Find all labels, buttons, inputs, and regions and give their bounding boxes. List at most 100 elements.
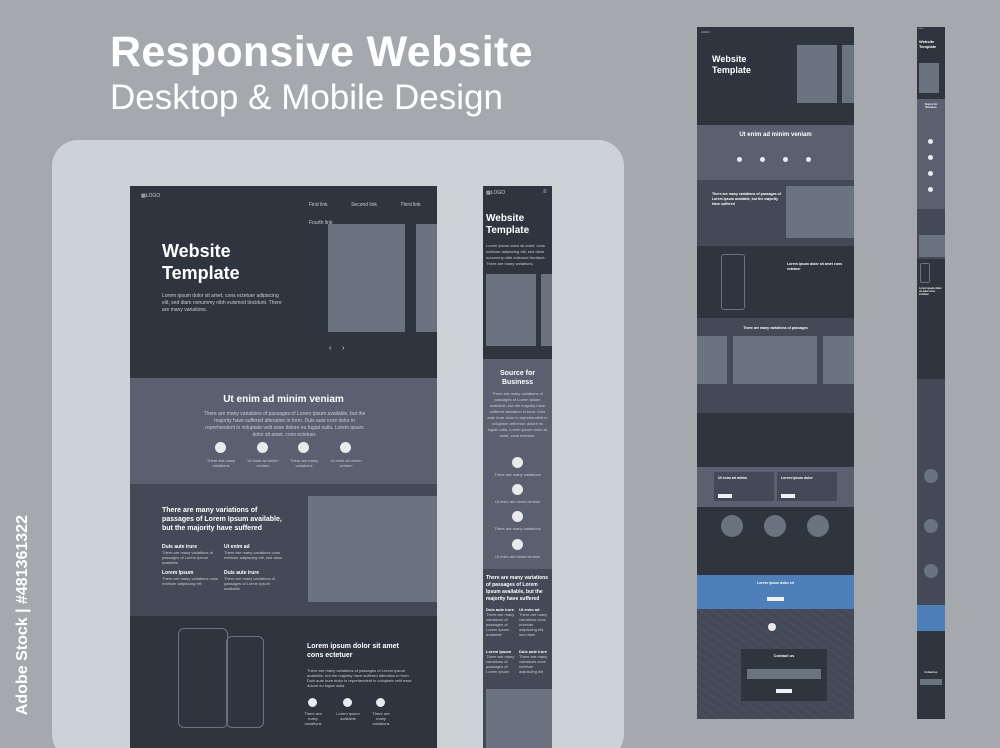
info-col-2: Ut enim ad There are many variations con…: [224, 544, 283, 560]
full-cta-blue: Lorem ipsum dolor sit: [697, 575, 854, 609]
m-feature-label-3: There are many variations: [494, 526, 541, 531]
s4-icon-1: [308, 698, 317, 707]
m-feature-icon-2: [512, 484, 523, 495]
full-section3-title: There are many variations of passages of…: [712, 192, 781, 206]
narrow-info-image: [919, 235, 945, 257]
m-feature-label-2: Ut enim ad minim veniam: [494, 499, 541, 504]
full-section5-title: There are many variations of passages: [743, 326, 808, 330]
carousel-next-icon[interactable]: ›: [342, 345, 345, 352]
desktop-hero: ▩LOGO First link Second link Third link …: [130, 186, 437, 378]
narrow-blue-cta: [917, 605, 945, 631]
contact-title: Contact us: [773, 653, 795, 658]
m-info-col-4: Duis aute irure There are many variation…: [519, 649, 548, 674]
desktop-mockup: ▩LOGO First link Second link Third link …: [130, 186, 437, 748]
full-blue-title: Lorem ipsum dolor sit: [757, 581, 794, 585]
feature-label-1: There are many variations: [206, 458, 236, 468]
s4-icon-3: [376, 698, 385, 707]
narrow-contact-title: Contact us: [924, 671, 938, 674]
nav-link-3[interactable]: Third link: [400, 202, 421, 208]
stock-id: Adobe Stock | #481361322: [14, 515, 31, 716]
mobile-hero-image: [486, 274, 536, 346]
desktop-hero-text: Lorem ipsum dolor sit amet, cons ectetue…: [162, 293, 282, 313]
mobile-logo[interactable]: ▩LOGO: [486, 190, 506, 196]
full-logo[interactable]: LOGO: [701, 30, 710, 34]
full-feature-icon-2: [760, 157, 765, 162]
contact-send-button[interactable]: [776, 689, 792, 693]
feature-label-2: Ut enim ad minim veniam: [247, 458, 279, 468]
desktop-section2-title: Ut enim ad minim veniam: [223, 394, 344, 405]
full-card-1-button[interactable]: [718, 494, 732, 498]
full-phone-outline: [721, 254, 745, 310]
contact-message-field[interactable]: [747, 669, 821, 679]
narrow-icon-2: [928, 155, 933, 160]
feature-icon-1: [215, 442, 226, 453]
desktop-section4-text: There are many variations of passages of…: [307, 668, 412, 688]
full-hero-image: [797, 45, 837, 103]
narrow-logo[interactable]: LOGO: [918, 28, 924, 30]
mobile-source-text: There are many variations of passages of…: [487, 391, 548, 438]
full-section2-title: Ut enim ad minim veniam: [739, 132, 812, 138]
full-feature-icon-4: [806, 157, 811, 162]
full-feature-icon-1: [737, 157, 742, 162]
narrow-phone: Lorem ipsum dolor sit amet cons ectetuer: [917, 259, 945, 379]
desktop-section2-text: There are many variations of passages of…: [203, 411, 366, 438]
team-avatar-3: [807, 515, 829, 537]
desktop-info-image: [308, 496, 437, 602]
m-feature-icon-3: [512, 511, 523, 522]
s4-icon-2: [343, 698, 352, 707]
narrow-icon-4: [928, 187, 933, 192]
contact-form: Contact us: [741, 649, 827, 701]
desktop-hero-image: [328, 224, 405, 332]
m-info-col-2: Ut enim ad There are many variations con…: [519, 607, 548, 637]
banner-subtitle: Desktop & Mobile Design: [110, 78, 503, 117]
info-col-4: Duis aute irure There are many variation…: [224, 570, 275, 591]
full-blue-button[interactable]: [767, 597, 784, 601]
mobile-info-section: There are many variations of passages of…: [483, 569, 552, 748]
desktop-features-section: Ut enim ad minim veniam There are many v…: [130, 378, 437, 484]
desktop-logo[interactable]: ▩LOGO: [141, 193, 161, 199]
narrow-avatar-3: [924, 564, 938, 578]
narrow-contact-field[interactable]: [920, 679, 942, 685]
info-col-3: Lorem Ipsum There are many variations co…: [162, 570, 219, 586]
menu-icon[interactable]: ≡: [543, 189, 547, 195]
mobile-hero-text: Lorem ipsum dolor sit amet, cons ectetue…: [486, 243, 546, 266]
nav-link-2[interactable]: Second link: [351, 202, 377, 208]
gallery-image-2: [733, 336, 817, 384]
desktop-info-section: There are many variations of passages of…: [130, 484, 437, 616]
desktop-section4-title: Lorem ipsum dolor sit amet cons ectetuer: [307, 643, 399, 659]
mobile-section3-title: There are many variations of passages of…: [486, 575, 548, 602]
m-feature-label-1: There are many variations: [494, 472, 541, 477]
mobile-hero-image-next: [541, 274, 552, 346]
narrow-info: [917, 209, 945, 259]
banner-title: Responsive Website: [110, 28, 533, 76]
nav-link-4[interactable]: Fourth link: [309, 220, 333, 226]
phone-outline-2: [226, 636, 264, 728]
narrow-avatar-1: [924, 469, 938, 483]
full-spacer: [697, 413, 854, 467]
full-features: Ut enim ad minim veniam: [697, 125, 854, 180]
m-info-col-1: Duis aute irure There are many variation…: [486, 607, 515, 637]
desktop-nav: First link Second link Third link Fourth…: [290, 193, 437, 229]
carousel-prev-icon[interactable]: ‹: [329, 345, 332, 352]
team-avatar-2: [764, 515, 786, 537]
s4-label-1: There are many variations: [304, 711, 322, 726]
full-gallery: There are many variations of passages: [697, 318, 854, 413]
full-hero-image-next: [842, 45, 854, 103]
full-card-2-button[interactable]: [781, 494, 795, 498]
m-feature-icon-1: [512, 457, 523, 468]
phone-outline-1: [178, 628, 228, 728]
nav-link-1[interactable]: First link: [309, 202, 328, 208]
full-feature-icon-3: [783, 157, 788, 162]
narrow-avatar-2: [924, 519, 938, 533]
m-info-col-3: Lorem Ipsum There are many variations of…: [486, 649, 515, 674]
map-pin-icon: [768, 623, 776, 631]
narrow-section4-title: Lorem ipsum dolor sit amet cons ectetuer: [919, 287, 942, 296]
team-avatar-1: [721, 515, 743, 537]
